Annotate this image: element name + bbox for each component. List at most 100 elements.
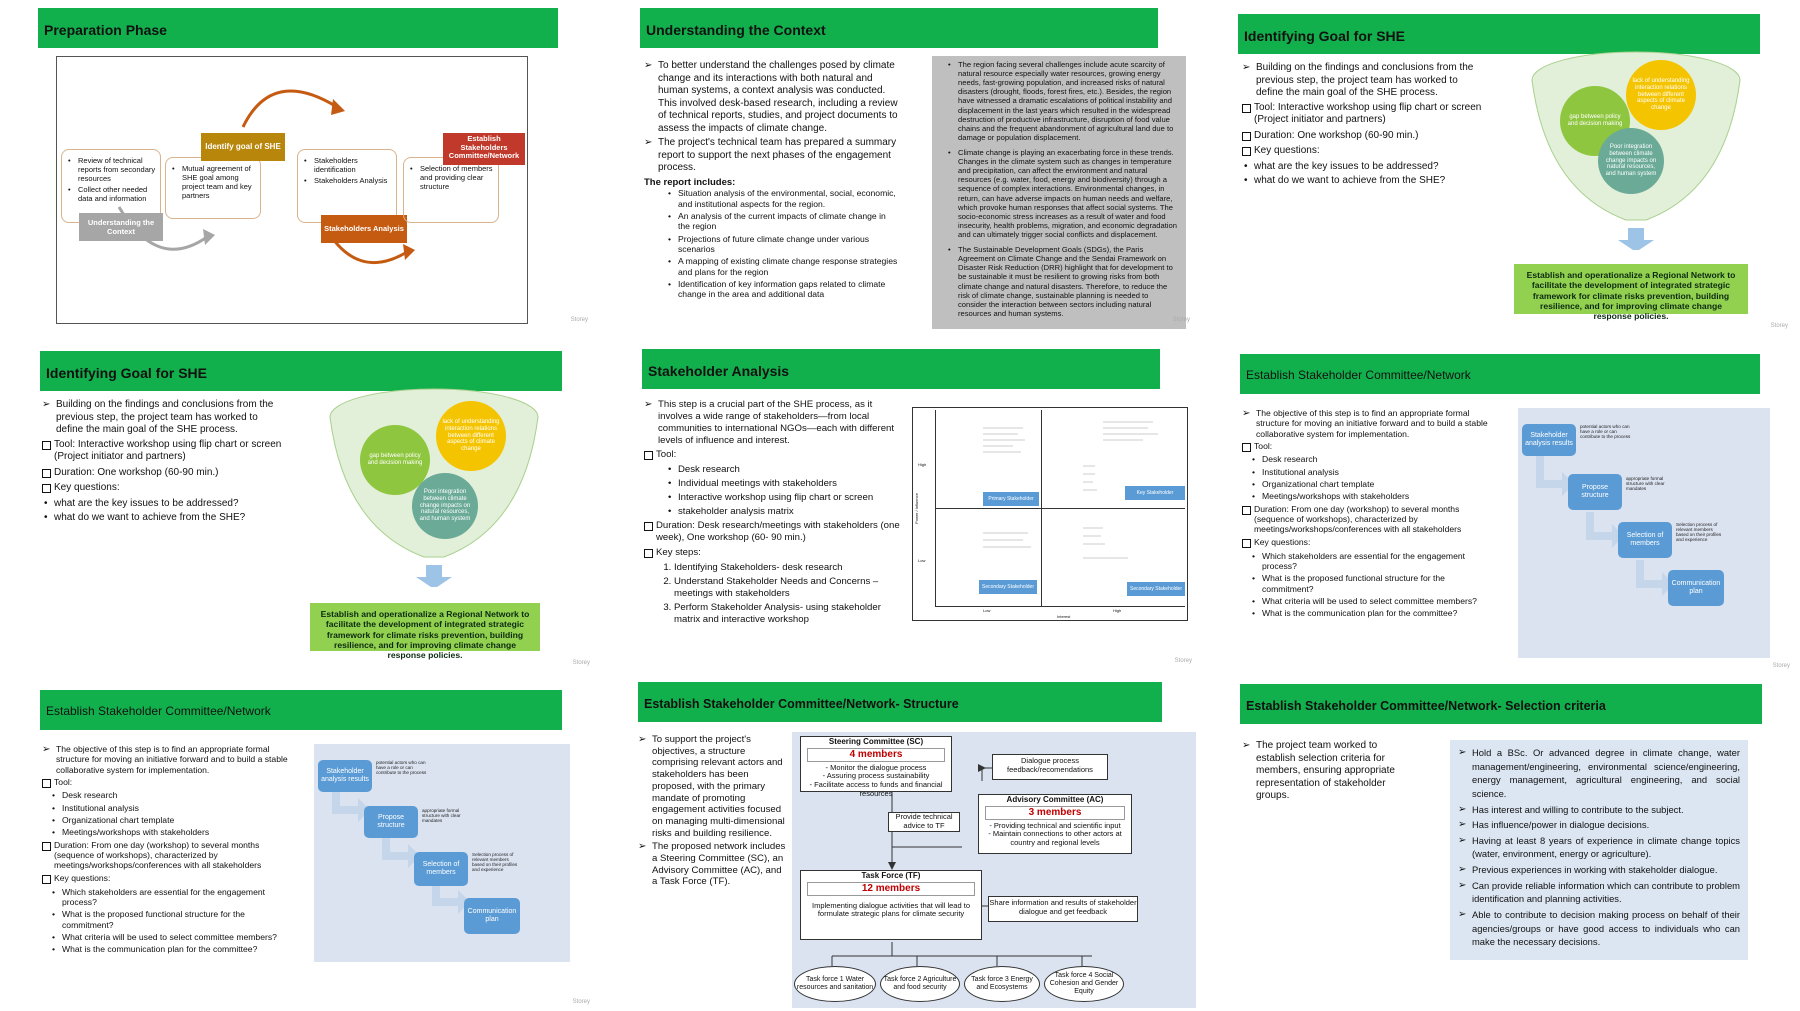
- slide-title: Establish Stakeholder Committee/Network-…: [1240, 684, 1762, 724]
- quadrant-secondary: Secondary Stakeholder: [979, 580, 1037, 594]
- slide-understanding-context[interactable]: Understanding the Context To better unde…: [638, 4, 1198, 329]
- slide-stakeholder-analysis[interactable]: Stakeholder Analysis This step is a cruc…: [640, 345, 1200, 670]
- task-force-4: Task force 4 Social Cohesion and Gender …: [1044, 966, 1124, 1002]
- slide-committee-1[interactable]: Establish Stakeholder Committee/Network …: [1238, 350, 1798, 675]
- committee-tool-item: Organizational chart template: [50, 815, 292, 826]
- committee-text: The objective of this step is to find an…: [42, 744, 292, 957]
- slide-committee-structure[interactable]: Establish Stakeholder Committee/Network-…: [636, 678, 1200, 1011]
- step-context-label: Understanding the Context: [79, 213, 163, 241]
- footer-mark: Storey: [1772, 663, 1790, 669]
- step-item: Stakeholders identification: [302, 156, 392, 174]
- axis-y-high: High: [918, 462, 927, 467]
- report-item: Situation analysis of the environmental,…: [666, 188, 898, 209]
- committee-question: What criteria will be used to select com…: [50, 932, 292, 943]
- stakeholder-matrix: High Low Power / Influence Low High Inte…: [912, 407, 1188, 621]
- task-force-2: Task force 2 Agriculture and food securi…: [880, 966, 960, 1002]
- step-propose-structure: Propose structure: [1568, 474, 1622, 510]
- report-heading: The report includes:: [644, 176, 736, 188]
- structure-text: To support the project's objectives, a s…: [638, 734, 788, 890]
- report-item: Identification of key information gaps r…: [666, 279, 898, 300]
- step-communication-plan: Communication plan: [1668, 570, 1724, 606]
- step-item: Collect other needed data and informatio…: [66, 185, 156, 203]
- step-context-box: Review of technical reports from seconda…: [61, 149, 161, 223]
- committee-key-questions: Key questions:: [1242, 537, 1492, 549]
- committee-process-panel: Stakeholder analysis results potential a…: [314, 744, 570, 962]
- circle-understanding-gap: lack of understanding interaction relati…: [436, 401, 506, 471]
- goal-statement: Establish and operationalize a Regional …: [1514, 264, 1748, 321]
- task-force-1: Task force 1 Water resources and sanitat…: [794, 966, 876, 1002]
- quadrant-primary: Primary Stakeholder: [983, 492, 1039, 506]
- step-note: appropriate formal structure with clear …: [1626, 476, 1665, 492]
- dialogue-feedback-box: Dialogue process feedback/recomendations: [992, 754, 1108, 780]
- committee-tool-item: Desk research: [1250, 454, 1492, 465]
- step-stakeholder-results: Stakeholder analysis results: [318, 760, 372, 792]
- slide-title: Identifying Goal for SHE: [1238, 14, 1760, 54]
- tf-task: Implementing dialogue activities that wi…: [811, 900, 970, 919]
- step-network-box: Selection of members and providing clear…: [403, 157, 499, 223]
- goal-text: Building on the findings and conclusions…: [1242, 62, 1486, 190]
- goal-question: what are the key issues to be addressed?: [1242, 161, 1486, 174]
- slide-title: Identifying Goal for SHE: [40, 351, 562, 391]
- stake-step: Understand Stakeholder Needs and Concern…: [674, 576, 906, 600]
- steering-committee-box: Steering Committee (SC) 4 members - Moni…: [800, 736, 952, 797]
- stake-step: Identifying Stakeholders- desk research: [674, 562, 906, 574]
- slide-committee-2[interactable]: Establish Stakeholder Committee/Network …: [38, 686, 598, 1011]
- criteria-list-box: Hold a BSc. Or advanced degree in climat…: [1450, 740, 1748, 960]
- committee-tool-item: Meetings/workshops with stakeholders: [1250, 491, 1492, 502]
- process-arrows: [1536, 456, 1674, 596]
- slide-preparation-phase[interactable]: Preparation Phase Review of technical re…: [36, 4, 596, 329]
- ac-members: 3 members: [985, 806, 1125, 820]
- goal-duration: Duration: One workshop (60-90 min.): [1242, 130, 1486, 143]
- footer-mark: Storey: [1174, 658, 1192, 664]
- slide-title: Establish Stakeholder Committee/Network: [40, 690, 562, 730]
- step-context-items: Review of technical reports from seconda…: [66, 156, 156, 203]
- sc-title: Steering Committee (SC): [828, 737, 924, 746]
- report-item: Projections of future climate change und…: [666, 234, 898, 255]
- axis-x-high: High: [1113, 608, 1122, 613]
- step-item: Review of technical reports from seconda…: [66, 156, 156, 183]
- committee-duration: Duration: From one day (workshop) to sev…: [1242, 504, 1492, 535]
- step-selection-members: Selection of members: [414, 852, 468, 886]
- goal-question: what are the key issues to be addressed?: [42, 498, 286, 511]
- context-gray-panel: The region facing several challenges inc…: [932, 56, 1186, 329]
- goal-bullet: Building on the findings and conclusions…: [1242, 62, 1486, 100]
- stake-tool-item: Individual meetings with stakeholders: [666, 478, 906, 490]
- structure-bullet: To support the project's objectives, a s…: [638, 734, 788, 839]
- ac-title: Advisory Committee (AC): [1006, 795, 1104, 804]
- criteria-intro-text: The project team worked to establish sel…: [1242, 740, 1402, 805]
- slide-identifying-goal-2[interactable]: Identifying Goal for SHE Building on the…: [38, 347, 598, 672]
- goal-statement: Establish and operationalize a Regional …: [310, 603, 540, 660]
- slide-selection-criteria[interactable]: Establish Stakeholder Committee/Network-…: [1238, 680, 1798, 1005]
- step-analysis-label: Stakeholders Analysis: [321, 215, 407, 243]
- committee-question: What is the communication plan for the c…: [50, 944, 292, 955]
- stake-key-steps: Key steps:: [644, 547, 906, 559]
- criteria-item: Able to contribute to decision making pr…: [1458, 908, 1740, 949]
- footer-mark: Storey: [1172, 317, 1190, 323]
- quadrant-key: Key Stakeholder: [1125, 486, 1185, 500]
- sc-task: - Facilitate access to funds and financi…: [809, 779, 943, 798]
- context-bullet: The project's technical team has prepare…: [644, 137, 898, 175]
- sc-task: - Monitor the dialogue process: [825, 762, 927, 772]
- committee-text: The objective of this step is to find an…: [1242, 408, 1492, 621]
- axis-y-low: Low: [918, 558, 926, 563]
- context-bullet: To better understand the challenges pose…: [644, 60, 898, 135]
- step-communication-plan: Communication plan: [464, 898, 520, 934]
- stake-text: This step is a crucial part of the SHE p…: [644, 399, 906, 628]
- sc-task: - Assuring process sustainability: [822, 771, 930, 781]
- stake-tool: Tool:: [644, 449, 906, 461]
- committee-tool: Tool:: [42, 777, 292, 789]
- footer-mark: Storey: [572, 999, 590, 1005]
- committee-tool-item: Organizational chart template: [1250, 479, 1492, 490]
- circle-integration-gap: Poor integration between climate change …: [1598, 128, 1664, 194]
- tf-members: 12 members: [807, 882, 975, 896]
- step-goal-label: Identify goal of SHE: [201, 133, 285, 161]
- step-analysis-box: Stakeholders identification Stakeholders…: [297, 149, 397, 223]
- slide-title: Understanding the Context: [640, 8, 1158, 48]
- committee-key-questions: Key questions:: [42, 873, 292, 885]
- stake-tool-item: Interactive workshop using flip chart or…: [666, 492, 906, 504]
- slide-identifying-goal-1[interactable]: Identifying Goal for SHE Building on the…: [1236, 10, 1796, 335]
- report-item: An analysis of the current impacts of cl…: [666, 211, 898, 232]
- committee-question: What is the proposed functional structur…: [1250, 573, 1492, 594]
- committee-question: What criteria will be used to select com…: [1250, 596, 1492, 607]
- ac-task: - Maintain connections to other actors a…: [988, 829, 1122, 847]
